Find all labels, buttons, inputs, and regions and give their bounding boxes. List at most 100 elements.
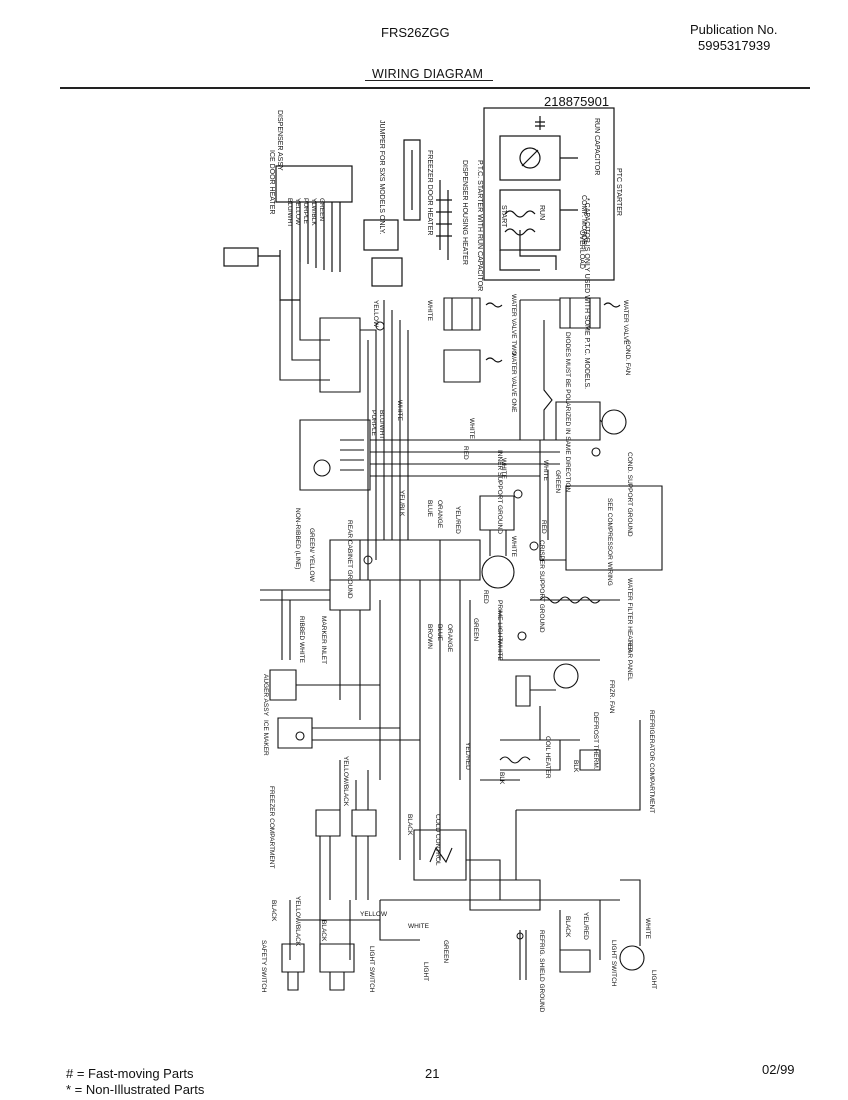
wire-label-white-4: WHITE xyxy=(468,418,475,440)
dispenser-assy-label: DISPENSER ASSY xyxy=(276,110,283,171)
wire-label-white-7: WHITE xyxy=(510,536,517,558)
wire-label-ylw-blk: YLW/BLK xyxy=(310,198,317,226)
dispenser-assy xyxy=(223,139,452,301)
wire-label-white-9: WHITE xyxy=(644,918,651,940)
prime-light-label: PRIME LIGHT xyxy=(496,600,503,642)
ground-symbols xyxy=(363,321,539,940)
section-title: WIRING DIAGRAM xyxy=(372,67,484,81)
legend-non-illustrated: * = Non-Illustrated Parts xyxy=(66,1082,205,1097)
comp-motor-label: COMP. MOTOR xyxy=(580,195,587,245)
wire-label-red-1: RED xyxy=(462,446,469,460)
inner-support-ground-label: INNER SUPPORT GROUND xyxy=(496,450,503,534)
wire-label-blue: BLUE xyxy=(426,500,433,518)
wire-label-yellow: YELLOW xyxy=(294,198,301,226)
freezer-door-heater-label: FREEZER DOOR HEATER xyxy=(426,150,433,235)
water-valve-one-label: WATER VALVE ONE xyxy=(510,352,517,413)
wire-label-green-2: GREEN xyxy=(554,470,561,493)
wire-label-black: BLACK xyxy=(406,814,413,836)
wire-label-yel-red-3: YEL/RED xyxy=(582,912,589,940)
freezer-compartment-label: FREEZER COMPARTMENT xyxy=(268,786,275,868)
wire-label-black-4: BLACK xyxy=(564,916,571,938)
wire-label-green-4: GREEN xyxy=(442,940,449,963)
publication-label: Publication No. xyxy=(690,22,778,37)
refrigerator-compartment-label: REFRIGERATOR COMPARTMENT xyxy=(648,710,655,813)
cond-support-ground-label: COND. SUPPORT GROUND xyxy=(626,452,633,537)
wire-label-brown: BROWN xyxy=(426,624,433,649)
wire-label-white-5: WHITE xyxy=(500,458,507,480)
light-right-label: LIGHT xyxy=(650,970,657,989)
wire-label-yellow-2: YELLOW xyxy=(372,300,379,328)
rear-panel-label: REAR PANEL xyxy=(626,640,633,681)
wire-label-green-3: GREEN xyxy=(472,618,479,641)
wire-label-white-6: WHITE xyxy=(542,460,549,482)
polarized-note: DIODES MUST BE POLARIZED IN SAME DIRECTI… xyxy=(564,332,571,493)
ice-door-heater-label: ICE DOOR HEATER xyxy=(268,150,275,214)
right-components xyxy=(443,297,663,880)
ptc-starter-run-cap-label: P.T.C. STARTER WITH RUN CAPACITOR xyxy=(476,160,483,291)
start-label: START xyxy=(500,205,507,228)
wire-label-black-2: BLACK xyxy=(270,900,277,922)
legend-fast-moving: # = Fast-moving Parts xyxy=(66,1066,194,1081)
run-label: RUN xyxy=(538,205,545,220)
compressor-starter-box xyxy=(483,107,615,281)
safety-switch-label: SAFETY SWITCH xyxy=(260,940,267,993)
light-switch-left-label: LIGHT SWITCH xyxy=(368,946,375,993)
header-rule xyxy=(60,87,810,89)
wire-label-yel-red: YEL/RED xyxy=(454,506,461,534)
wire-label-yellow-black-2: YELLOW/BLACK xyxy=(294,896,301,947)
wire-label-orange: ORANGE xyxy=(436,500,443,529)
page-number: 21 xyxy=(425,1066,440,1081)
wire-label-blu-wht-2: BLU/WHT xyxy=(378,410,385,439)
water-valve-two-label: WATER VALVE TWO xyxy=(510,294,517,355)
wire-label-red-3: RED xyxy=(482,590,489,604)
wire-label-white-8: WHITE xyxy=(496,640,503,662)
marker-inlet-label: MARKER INLET xyxy=(320,616,327,664)
title-underline xyxy=(365,80,493,81)
crisper-support-ground-label: CRISPER SUPPORT GROUND xyxy=(538,540,545,633)
wire-label-orange-2: ORANGE xyxy=(446,624,453,653)
see-compressor-wiring-label: SEE COMPRESSOR WIRING xyxy=(606,498,613,586)
auger-assy-label: AUGER ASSY xyxy=(262,674,269,717)
ptc-labels: RUN CAPACITOR PTC STARTER * CAPACITOR IS… xyxy=(583,118,622,389)
wire-label-yel-red-2: YEL/RED xyxy=(464,742,471,770)
issue-date: 02/99 xyxy=(762,1062,795,1077)
wire-label-yellow-black: YELLOW/BLACK xyxy=(342,756,349,807)
run-capacitor-label: RUN CAPACITOR xyxy=(593,118,600,175)
water-filter-heater-label: WATER FILTER HEATER xyxy=(626,578,633,652)
wire-label-red-2: RED xyxy=(540,520,547,534)
wire-label-white-2: WHITE xyxy=(396,400,403,422)
ice-maker-label: ICE MAKER xyxy=(262,720,269,756)
model-number: FRS26ZGG xyxy=(381,25,450,40)
wire-label-white-10: WHITE xyxy=(408,923,430,930)
capacitor-note: * CAPACITOR IS ONLY USED WITH SOME P.T.C… xyxy=(583,198,590,389)
ribbed-white-label: RIBBED WHITE xyxy=(298,616,305,664)
light-switch-right-label: LIGHT SWITCH xyxy=(610,940,617,987)
wire-label-black-3: BLACK xyxy=(320,920,327,942)
cold-control-label: COLD CONTROL xyxy=(434,814,441,866)
light-left-label: LIGHT xyxy=(422,962,429,981)
wire-label-yellow-3: YELLOW xyxy=(360,911,388,918)
wire-label-purple: PURPLE xyxy=(302,198,309,225)
frzr-fan-label: FRZR. FAN xyxy=(608,680,615,714)
wire-label-blk-2: BLK xyxy=(572,760,579,773)
wire-harness xyxy=(260,260,645,991)
coil-heater-label: COIL HEATER xyxy=(544,736,551,779)
wire-label-white-3: WHITE xyxy=(426,300,433,322)
wire-label-green: GREEN xyxy=(318,198,325,221)
water-valve-label: WATER VALVE xyxy=(622,300,629,345)
jumper-label: JUMPER FOR SXS MODELS ONLY. xyxy=(378,120,385,235)
wire-label-blue-2: BLUE xyxy=(436,624,443,642)
defrost-therm-label: DEFROST THERM. xyxy=(592,712,599,770)
wire-label-yel-blk: YEL/BLK xyxy=(398,490,405,517)
non-ribbed-line-label: NON-RIBBED (LINE) xyxy=(294,508,301,569)
wire-label-purple-2: PURPLE xyxy=(370,410,377,437)
publication-number: 5995317939 xyxy=(698,38,771,53)
overload-label: OVERLOAD xyxy=(578,230,585,269)
wire-label-blu-wht: BLU/WHT xyxy=(286,198,293,227)
cond-fan-label: COND. FAN xyxy=(624,340,631,376)
part-number: 218875901 xyxy=(544,94,609,109)
dispenser-housing-heater-label: DISPENSER HOUSING HEATER xyxy=(461,160,468,265)
wire-label-blk: BLK xyxy=(498,772,505,785)
ptc-starter-label: PTC STARTER xyxy=(615,168,622,216)
